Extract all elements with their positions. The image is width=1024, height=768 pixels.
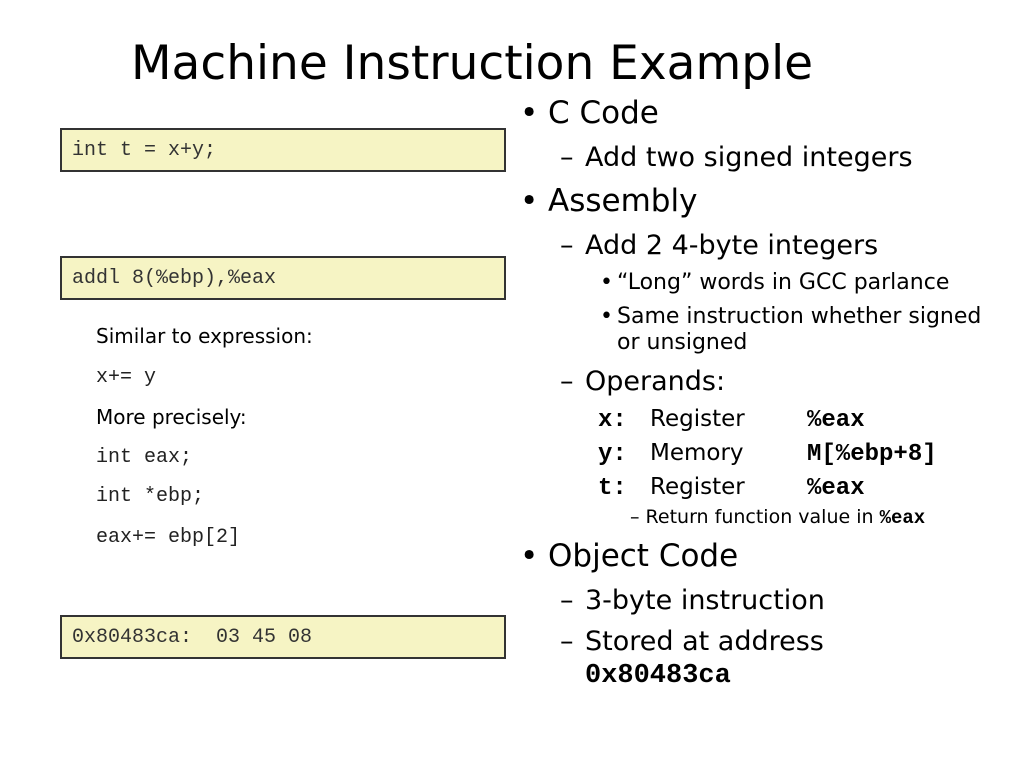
sub-bullet-label: Stored at address [585, 626, 824, 657]
dash-glyph: – [560, 626, 574, 657]
bullet-glyph: • [520, 183, 539, 219]
assembly-code-box: addl 8(%ebp),%eax [60, 256, 506, 300]
return-note-label: Return function value in [645, 506, 874, 528]
bullet-glyph: • [520, 95, 539, 131]
note-code-line: int *ebp; [96, 485, 205, 508]
sub-bullet-label: Add two signed integers [585, 142, 913, 173]
return-register: %eax [879, 507, 926, 529]
sub-bullet: –Add two signed integers [560, 144, 913, 171]
sub-bullet: –Add 2 4-byte integers [560, 232, 878, 259]
bullet-assembly: •Assembly [520, 186, 697, 217]
dash-glyph: – [560, 230, 574, 261]
operand-kind: Memory [650, 440, 744, 466]
bullet-glyph: • [600, 304, 613, 329]
slide-title: Machine Instruction Example [131, 36, 814, 91]
operand-value: %eax [807, 475, 865, 502]
sub-bullet: –Stored at address [560, 628, 824, 655]
operand-key: x: [598, 407, 627, 434]
dash-glyph: – [560, 142, 574, 173]
bullet-c-code: •C Code [520, 98, 659, 129]
note-code-line: eax+= ebp[2] [96, 526, 241, 549]
sub-sub-bullet-label: “Long” words in GCC parlance [617, 270, 950, 295]
dash-glyph: – [560, 585, 574, 616]
sub-sub-bullet: •Same instruction whether signed or unsi… [600, 304, 1000, 357]
object-code-box: 0x80483ca: 03 45 08 [60, 615, 506, 659]
c-code-box: int t = x+y; [60, 128, 506, 172]
sub-bullet-label: Add 2 4-byte integers [585, 230, 879, 261]
sub-sub-bullet-label: Same instruction whether signed or unsig… [617, 304, 982, 356]
operand-row: x: Register %eax [598, 408, 865, 433]
note-precisely: More precisely: [96, 405, 247, 429]
bullet-label: Assembly [548, 183, 698, 219]
bullet-label: Object Code [548, 538, 739, 574]
note-expression: x+= y [96, 366, 157, 389]
operand-value: %eax [807, 407, 865, 434]
bullet-label: C Code [548, 95, 659, 131]
operand-key: y: [598, 441, 627, 468]
dash-glyph: – [630, 506, 640, 528]
operand-row: y: Memory M[%ebp+8] [598, 442, 937, 467]
operand-row: t: Register %eax [598, 476, 865, 501]
object-address: 0x80483ca [585, 661, 731, 691]
bullet-object-code: •Object Code [520, 541, 738, 572]
address-line: 0x80483ca [560, 660, 731, 690]
operand-kind: Register [650, 406, 745, 432]
return-note: – Return function value in %eax [630, 508, 925, 528]
note-code-line: int eax; [96, 446, 193, 469]
operand-key: t: [598, 475, 627, 502]
sub-bullet: –Operands: [560, 368, 725, 395]
bullet-glyph: • [520, 538, 539, 574]
dash-glyph: – [560, 366, 574, 397]
sub-bullet-label: Operands: [585, 366, 726, 397]
sub-sub-bullet: •“Long” words in GCC parlance [600, 270, 1010, 296]
bullet-glyph: • [600, 270, 613, 295]
note-similar: Similar to expression: [96, 324, 313, 348]
operand-kind: Register [650, 474, 745, 500]
sub-bullet: –3-byte instruction [560, 587, 825, 614]
operand-value: M[%ebp+8] [807, 441, 937, 468]
sub-bullet-label: 3-byte instruction [585, 585, 825, 616]
